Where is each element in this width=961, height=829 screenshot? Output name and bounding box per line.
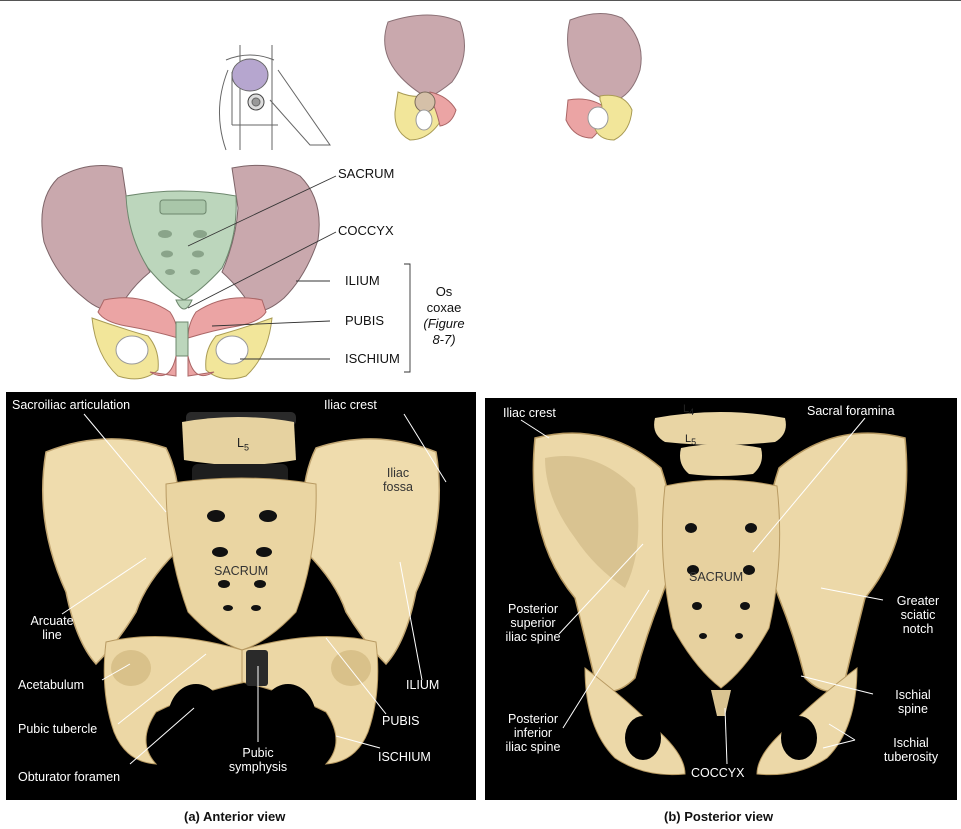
posterior-label-ischial-spine: Ischial spine (883, 688, 943, 716)
ischial-tuberosity-line1: Ischial (869, 736, 953, 750)
greater-sciatic-line2: sciatic (885, 608, 951, 622)
pubic-symphysis-line2: symphysis (222, 760, 294, 774)
piis-line3: iliac spine (493, 740, 573, 754)
posterior-label-psis: Posterior superior iliac spine (493, 602, 573, 644)
os-coxae-lateral-view (385, 15, 465, 140)
anterior-label-pubic-symphysis: Pubic symphysis (222, 746, 294, 774)
greater-sciatic-line3: notch (885, 622, 951, 636)
schematic-label-ilium: ILIUM (345, 274, 380, 288)
psis-line2: superior (493, 616, 573, 630)
posterior-label-piis: Posterior inferior iliac spine (493, 712, 573, 754)
anterior-label-ilium: ILIUM (406, 678, 439, 692)
anterior-label-iliac-crest: Iliac crest (324, 398, 377, 412)
schematic-label-coccyx: COCCYX (338, 224, 394, 238)
pubic-symphysis-line1: Pubic (222, 746, 294, 760)
arcuate-line2: line (22, 628, 82, 642)
posterior-label-coccyx: COCCYX (691, 766, 744, 780)
anterior-label-l5: L5 (237, 436, 249, 455)
greater-sciatic-line1: Greater (885, 594, 951, 608)
ischial-spine-line2: spine (883, 702, 943, 716)
posterior-label-l4: L4 (683, 402, 694, 419)
arcuate-line1: Arcuate (22, 614, 82, 628)
os-coxae-label: Os coxae (Figure 8-7) (418, 284, 470, 348)
anterior-label-sacroiliac: Sacroiliac articulation (12, 398, 130, 412)
posterior-label-greater-sciatic-notch: Greater sciatic notch (885, 594, 951, 636)
ischial-tuberosity-line2: tuberosity (869, 750, 953, 764)
posterior-label-l5: L5 (685, 432, 696, 449)
iliac-fossa-line2: fossa (376, 480, 420, 494)
l5-sub: 5 (244, 443, 249, 453)
os-coxae-medial-view (566, 13, 641, 140)
anterior-label-ischium: ISCHIUM (378, 750, 431, 764)
os-coxae-line1: Os (418, 284, 470, 300)
posterior-photo-panel: Iliac crest Sacral foramina L4 L5 SACRUM… (485, 398, 957, 800)
pelvis-anterior-schematic (42, 165, 319, 379)
anterior-label-pubic-tubercle: Pubic tubercle (18, 722, 97, 736)
anterior-label-arcuate-line: Arcuate line (22, 614, 82, 642)
ischial-spine-line1: Ischial (883, 688, 943, 702)
anterior-label-acetabulum: Acetabulum (18, 678, 84, 692)
piis-line1: Posterior (493, 712, 573, 726)
l5-sub-post: 5 (691, 437, 696, 447)
posterior-label-ischial-tuberosity: Ischial tuberosity (869, 736, 953, 764)
schematic-label-pubis: PUBIS (345, 314, 384, 328)
anterior-photo-panel: Sacroiliac articulation Iliac crest Ilia… (6, 392, 476, 800)
psis-line3: iliac spine (493, 630, 573, 644)
anterior-label-sacrum: SACRUM (214, 564, 268, 578)
psis-line1: Posterior (493, 602, 573, 616)
posterior-view-caption: (b) Posterior view (664, 809, 773, 824)
posterior-label-iliac-crest: Iliac crest (503, 406, 556, 420)
posterior-label-sacral-foramina: Sacral foramina (807, 404, 895, 418)
l4-sub: 4 (689, 407, 694, 417)
anterior-view-caption: (a) Anterior view (184, 809, 285, 824)
os-coxae-line4: 8-7) (432, 332, 455, 347)
iliac-fossa-line1: Iliac (376, 466, 420, 480)
body-silhouette-thumbnail (219, 45, 330, 150)
anterior-label-iliac-fossa: Iliac fossa (376, 466, 420, 494)
schematic-label-sacrum: SACRUM (338, 167, 394, 181)
posterior-label-sacrum: SACRUM (689, 570, 743, 584)
schematic-label-ischium: ISCHIUM (345, 352, 400, 366)
os-coxae-line3: (Figure (423, 316, 464, 331)
piis-line2: inferior (493, 726, 573, 740)
anterior-label-pubis: PUBIS (382, 714, 420, 728)
anterior-label-obturator-foramen: Obturator foramen (18, 770, 120, 784)
os-coxae-line2: coxae (418, 300, 470, 316)
l5-main: L (237, 436, 244, 450)
